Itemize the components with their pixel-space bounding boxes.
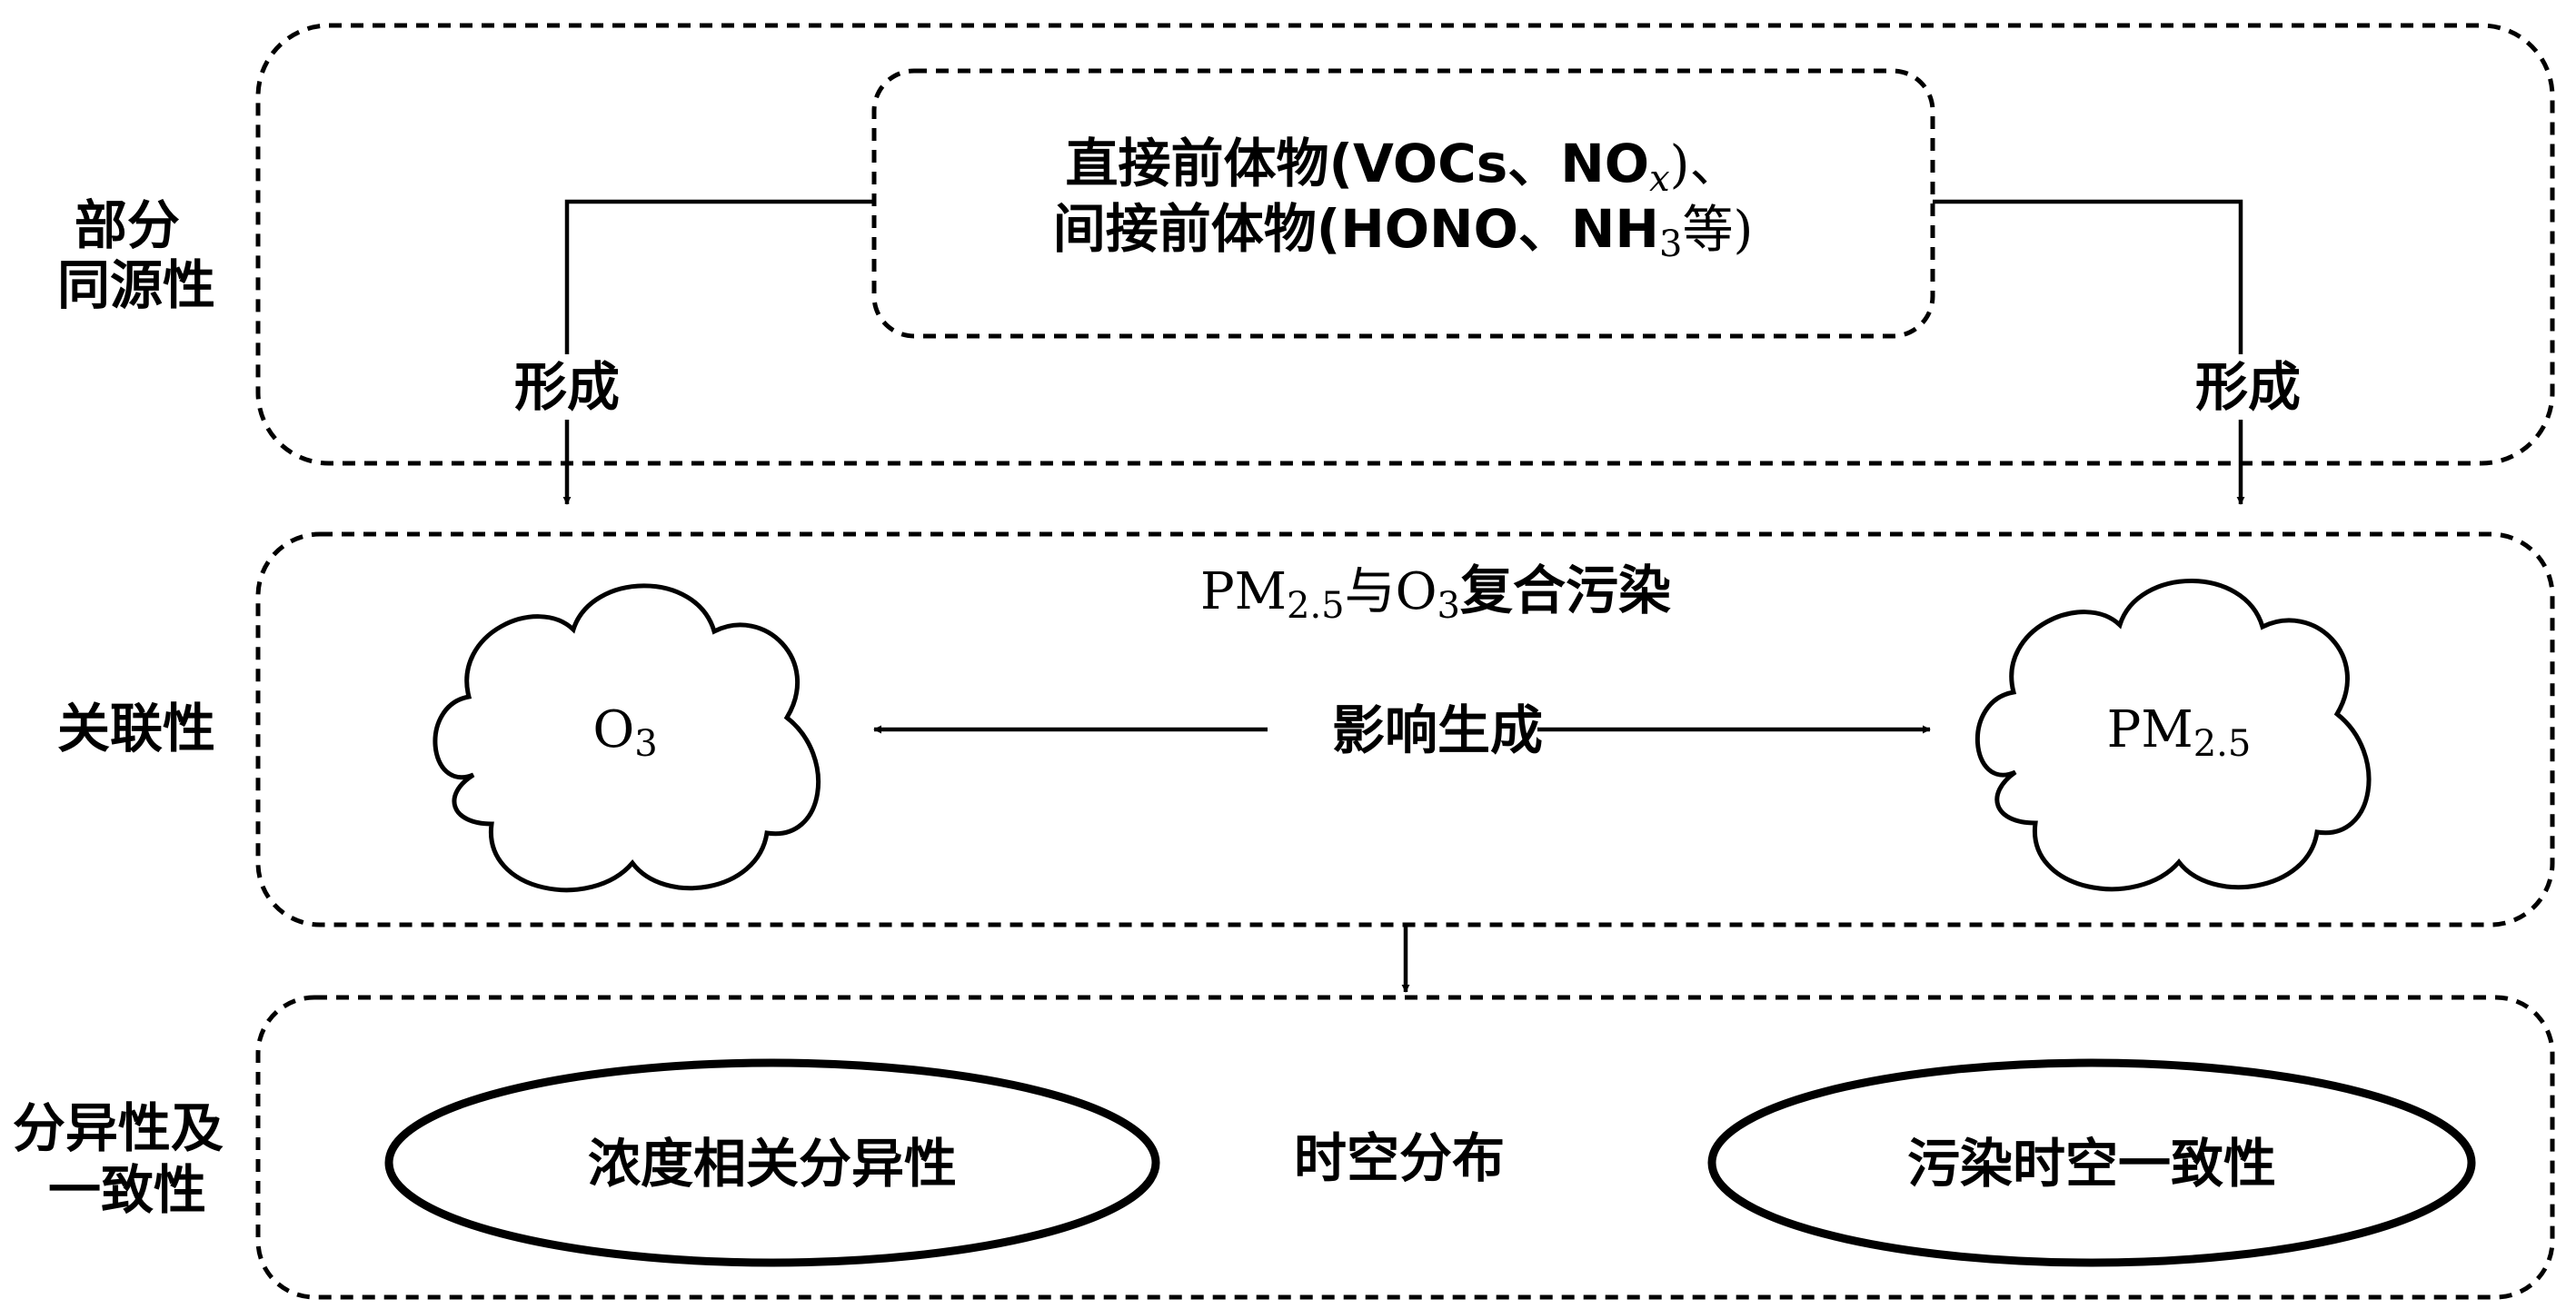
ellipse-spatiotemporal-consistency — [1707, 1058, 2476, 1267]
ellipse-right-label: 污染时空一致性 — [1907, 1133, 2276, 1195]
side-label-difference: 分异性及 一致性 — [13, 1097, 242, 1221]
section-source-box — [255, 23, 2555, 466]
side-label-source: 部分 同源性 — [57, 194, 215, 316]
cloud-pm25-label: PM2.5 — [2107, 700, 2252, 765]
cloud-o3-label: O3 — [592, 700, 657, 765]
cloud-o3: O3 — [433, 583, 821, 893]
section-correlation-box — [255, 531, 2555, 927]
ellipse-left-label: 浓度相关分异性 — [588, 1133, 957, 1195]
precursors-line-1: 直接前体物(VOCs、NOx)、 — [1065, 133, 1740, 200]
form-connector-right — [1933, 199, 2243, 354]
side-label-correlation: 关联性 — [57, 698, 215, 759]
pollution-title: PM2.5与O3复合污染 — [1200, 560, 1671, 627]
form-label-right: 形成 — [2195, 356, 2301, 418]
precursors-line-2: 间接前体物(HONO、NH3等) — [1053, 198, 1754, 265]
cloud-pm25: PM2.5 — [1974, 579, 2372, 892]
form-connector-left — [564, 199, 874, 354]
cloud-o3-shape — [433, 583, 821, 893]
distribution-center-label: 时空分布 — [1294, 1127, 1505, 1189]
cloud-pm25-shape — [1974, 579, 2372, 892]
section-distribution-box — [255, 995, 2555, 1300]
influence-label: 影响生成 — [1332, 699, 1543, 761]
ellipse-concentration-differentiation — [384, 1058, 1160, 1267]
form-label-left: 形成 — [514, 356, 620, 418]
